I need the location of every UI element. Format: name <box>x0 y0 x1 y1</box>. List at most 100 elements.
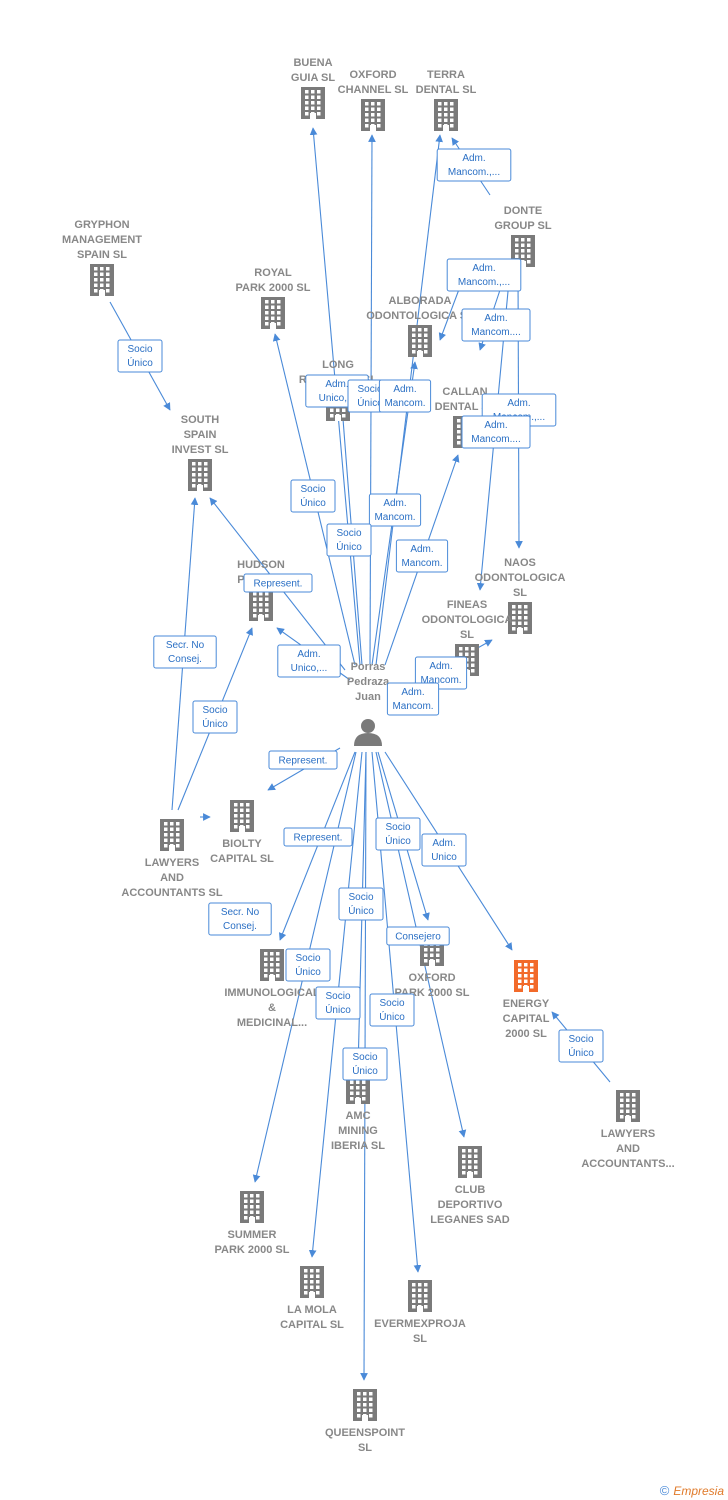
node-label-line: SL <box>358 1442 372 1454</box>
edge-label-text: Adm. <box>484 420 507 431</box>
edge-label[interactable]: Adm.Mancom.... <box>461 308 531 342</box>
company-icon[interactable] <box>508 602 532 634</box>
edge-label-text: Mancom. <box>420 675 461 686</box>
highlighted-company-icon[interactable] <box>514 960 538 992</box>
edge-label[interactable]: Adm.Mancom. <box>368 493 422 527</box>
edge-label-text: Único <box>127 356 153 369</box>
edge-label[interactable]: Adm.Mancom.,... <box>446 258 522 292</box>
node-label-line: DENTAL SL <box>435 401 496 413</box>
company-icon[interactable] <box>353 1389 377 1421</box>
edge-label-text: Socio <box>357 384 382 395</box>
edge-label[interactable]: Represent. <box>268 750 338 770</box>
company-icon[interactable] <box>160 819 184 851</box>
edge-label-text: Secr. No <box>166 640 205 651</box>
node-label-line: PARK 2000 SL <box>215 1244 290 1256</box>
node-label-line: LAWYERS <box>601 1128 655 1140</box>
company-icon[interactable] <box>301 87 325 119</box>
node-label-line: OXFORD <box>349 69 396 81</box>
node-lawyers2[interactable]: LAWYERSANDACCOUNTANTS... <box>581 1090 675 1170</box>
company-icon[interactable] <box>249 589 273 621</box>
node-label-line: AMC <box>345 1110 370 1122</box>
company-icon[interactable] <box>361 99 385 131</box>
company-icon[interactable] <box>260 949 284 981</box>
node-label-line: GUIA SL <box>291 72 335 84</box>
edge-label[interactable]: Consejero <box>386 926 450 946</box>
edge-label-text: Único <box>379 1010 405 1023</box>
brand-name: Empresia <box>673 1484 724 1498</box>
node-immuno[interactable]: IMMUNOLOGICAL&MEDICINAL... <box>224 949 320 1029</box>
node-label-line: CAPITAL SL <box>280 1319 344 1331</box>
edge-label-text: Único <box>385 834 411 847</box>
company-icon[interactable] <box>434 99 458 131</box>
node-label-line: ODONTOLOGICA <box>422 614 513 626</box>
node-label-line: EVERMEXPROJA <box>374 1318 466 1330</box>
edge-label[interactable]: Adm.Mancom. <box>414 656 468 690</box>
edge-label[interactable]: Adm.Unico,... <box>277 644 341 678</box>
company-icon[interactable] <box>408 325 432 357</box>
company-icon[interactable] <box>240 1191 264 1223</box>
node-label-line: CALLAN <box>442 386 487 398</box>
edge-label-text: Único <box>352 1064 378 1077</box>
edge-label-text: Único <box>300 496 326 509</box>
edge-label[interactable]: Represent. <box>243 573 313 593</box>
edge-label-text: Represent. <box>254 579 303 590</box>
company-icon[interactable] <box>188 459 212 491</box>
edge-label-text: Socio <box>202 705 227 716</box>
edge-label[interactable]: Adm.Mancom. <box>386 682 440 716</box>
company-icon[interactable] <box>300 1266 324 1298</box>
person-icon[interactable] <box>354 719 382 746</box>
edge-label[interactable]: Adm.Mancom. <box>395 539 449 573</box>
node-label-line: ACCOUNTANTS... <box>581 1158 674 1170</box>
footer-brand[interactable]: ©Empresia <box>660 1483 724 1498</box>
edge-label[interactable]: Adm.Mancom. <box>378 379 432 413</box>
company-icon[interactable] <box>90 264 114 296</box>
company-icon[interactable] <box>458 1146 482 1178</box>
node-label-line: ALBORADA <box>389 295 452 307</box>
edge-label[interactable]: Adm.Mancom.... <box>461 415 531 449</box>
company-icon[interactable] <box>408 1280 432 1312</box>
edge-label[interactable]: Adm.Unico <box>421 833 467 867</box>
company-icon[interactable] <box>616 1090 640 1122</box>
edge-label-text: Mancom.... <box>471 327 520 338</box>
edge-label-text: Socio <box>385 822 410 833</box>
company-icon[interactable] <box>230 800 254 832</box>
node-label-line: LEGANES SAD <box>430 1214 510 1226</box>
edge-label[interactable]: Adm.Mancom.,... <box>436 148 512 182</box>
edge-label[interactable]: Represent. <box>283 827 353 847</box>
edge-label-text: Mancom. <box>384 398 425 409</box>
company-icon[interactable] <box>261 297 285 329</box>
